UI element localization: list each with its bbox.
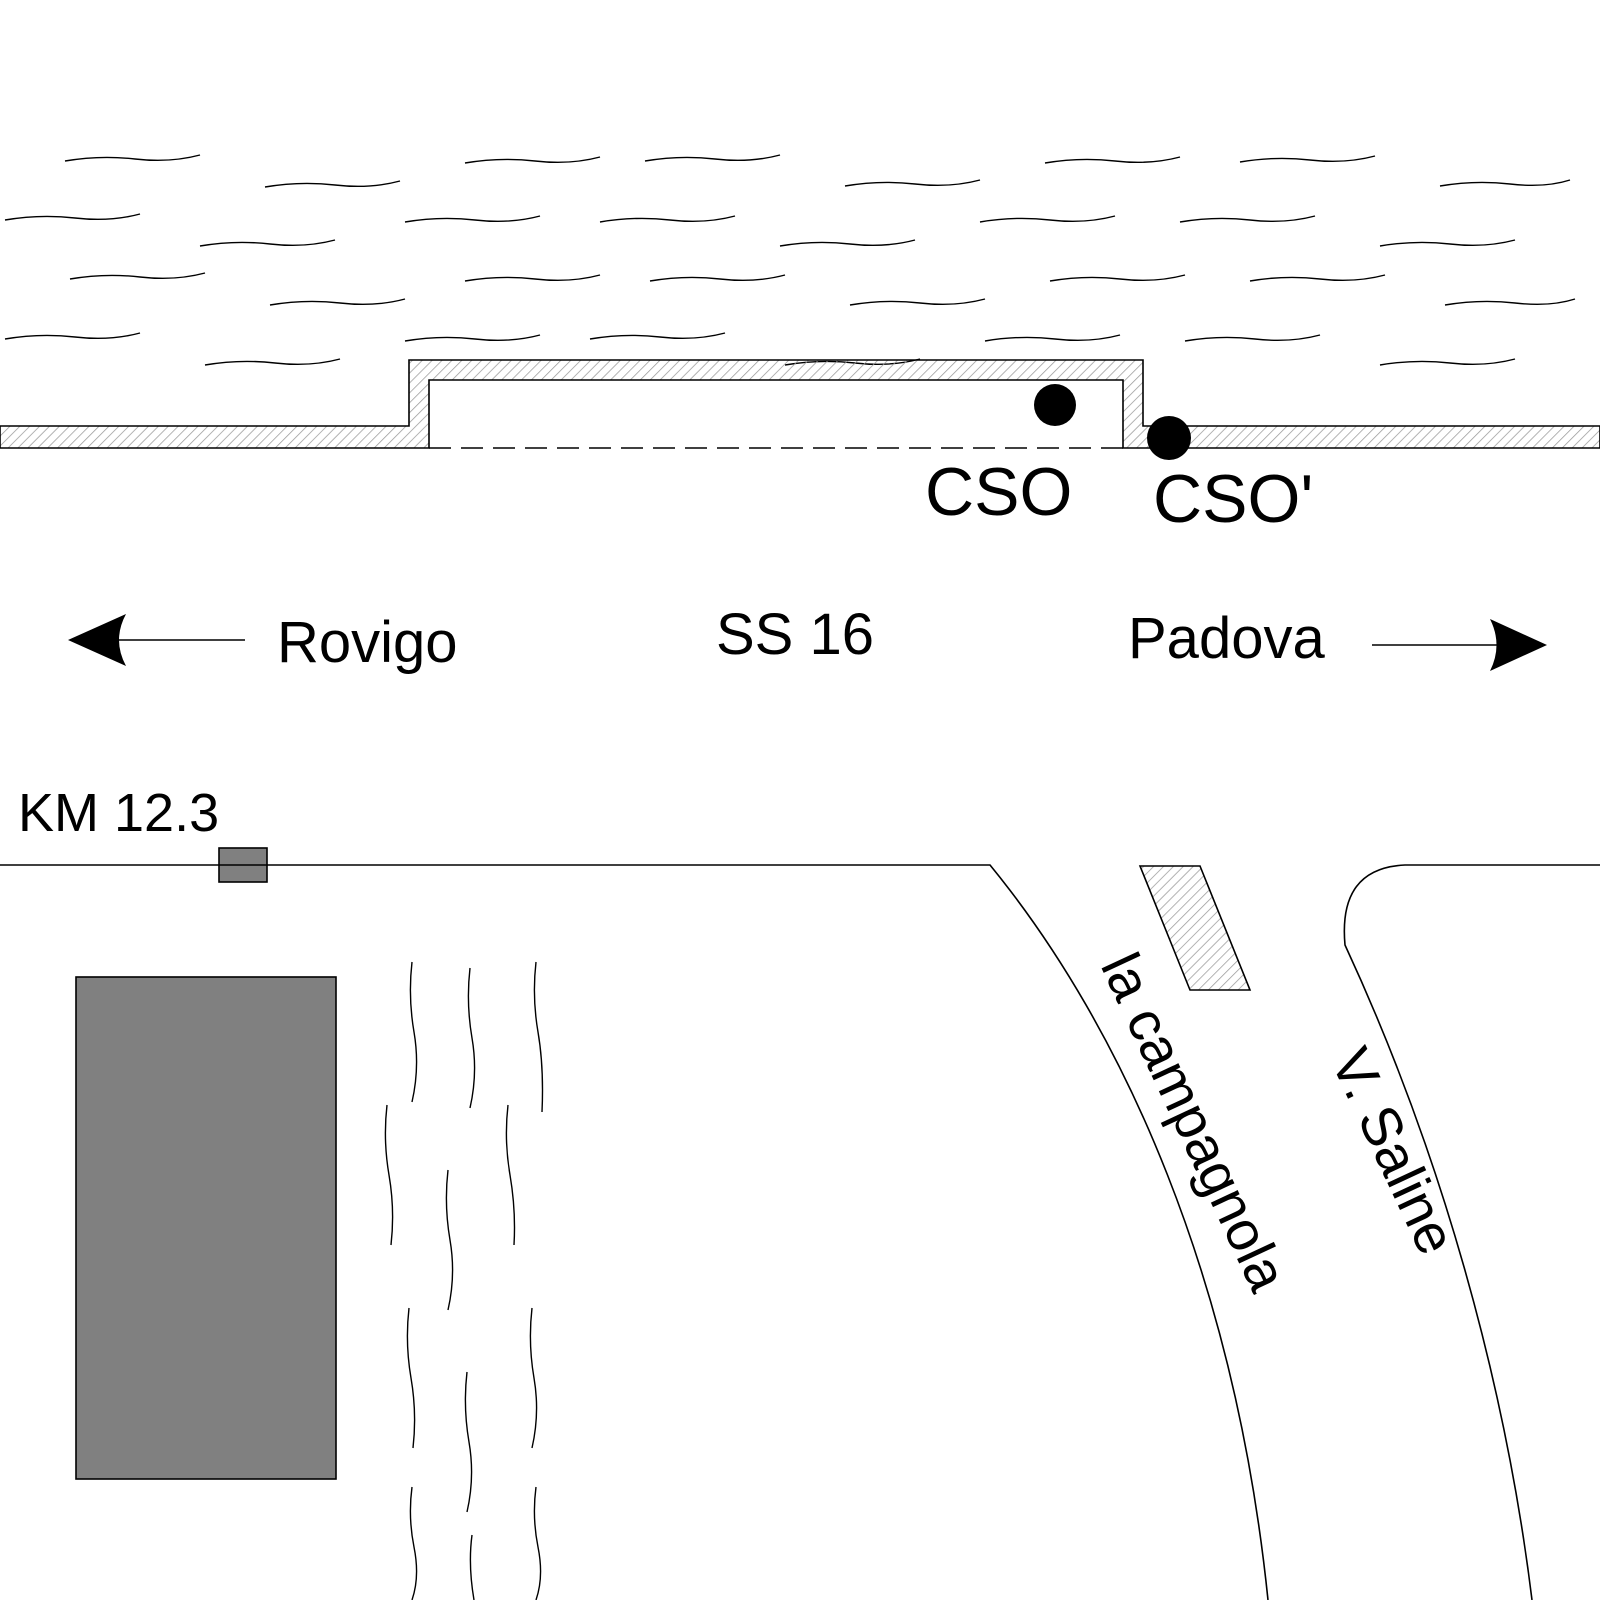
- cso-point-icon: [1034, 384, 1076, 426]
- embankment-wall: [0, 359, 1600, 449]
- drainage-channels: [384, 961, 544, 1600]
- km-marker-label: KM 12.3: [18, 783, 219, 843]
- east-destination-label: Padova: [1128, 606, 1325, 671]
- water-body: [4, 154, 1576, 366]
- cso-prime-point-icon: [1147, 416, 1191, 460]
- building: [75, 976, 337, 1480]
- arrow-right-icon: [1372, 619, 1547, 671]
- road-edge-south: [0, 864, 1269, 1600]
- cso-label: CSO: [925, 454, 1072, 530]
- road-name-label: SS 16: [716, 602, 874, 667]
- side-road-1-label: la campagnola: [1089, 943, 1300, 1301]
- arrow-left-icon: [68, 614, 245, 666]
- cso-prime-label: CSO': [1153, 461, 1313, 537]
- side-road-2-label: V. Saline: [1319, 1038, 1469, 1263]
- road-edge-east: [1343, 864, 1600, 1600]
- west-destination-label: Rovigo: [277, 610, 458, 675]
- hatched-structure: [1138, 865, 1252, 991]
